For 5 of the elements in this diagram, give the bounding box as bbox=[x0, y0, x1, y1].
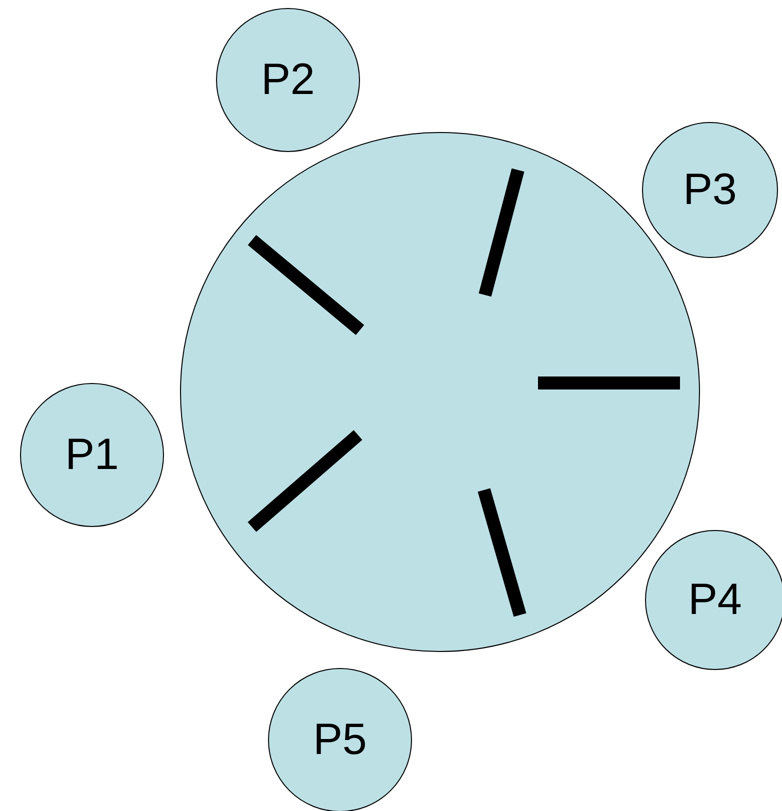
philosopher-label: P2 bbox=[261, 58, 315, 102]
philosopher-label: P1 bbox=[65, 433, 119, 477]
philosopher-label: P4 bbox=[688, 578, 742, 622]
philosopher-label: P3 bbox=[683, 168, 737, 212]
philosopher-label: P5 bbox=[313, 718, 367, 762]
